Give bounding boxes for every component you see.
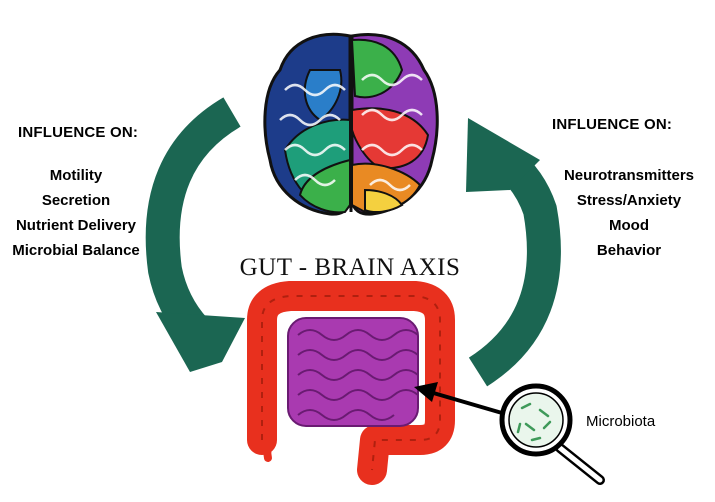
right-panel-item: Neurotransmitters <box>563 167 695 184</box>
cycle-arrow-icon <box>145 97 245 372</box>
right-panel-heading: INFLUENCE ON: <box>552 116 673 133</box>
left-panel-list: Motility Secretion Nutrient Delivery Mic… <box>0 163 152 263</box>
right-panel-item: Behavior <box>596 242 662 259</box>
right-panel-item: Mood <box>609 217 649 234</box>
left-panel-heading: INFLUENCE ON: <box>18 124 139 141</box>
diagram-title: GUT - BRAIN AXIS <box>239 254 461 281</box>
intestine-icon <box>247 281 455 485</box>
magnifier-icon <box>499 383 605 485</box>
brain-icon <box>263 32 439 216</box>
cycle-arrow-icon <box>466 118 561 387</box>
left-panel-item: Motility <box>49 167 103 184</box>
left-panel-item: Secretion <box>41 192 111 209</box>
right-panel-list: Neurotransmitters Stress/Anxiety Mood Be… <box>548 163 710 263</box>
left-panel-item: Microbial Balance <box>12 242 140 259</box>
left-panel-item: Nutrient Delivery <box>15 217 137 234</box>
pointer-arrow <box>414 382 503 415</box>
right-panel-item: Stress/Anxiety <box>576 192 682 209</box>
microbiota-label: Microbiota <box>586 413 656 430</box>
